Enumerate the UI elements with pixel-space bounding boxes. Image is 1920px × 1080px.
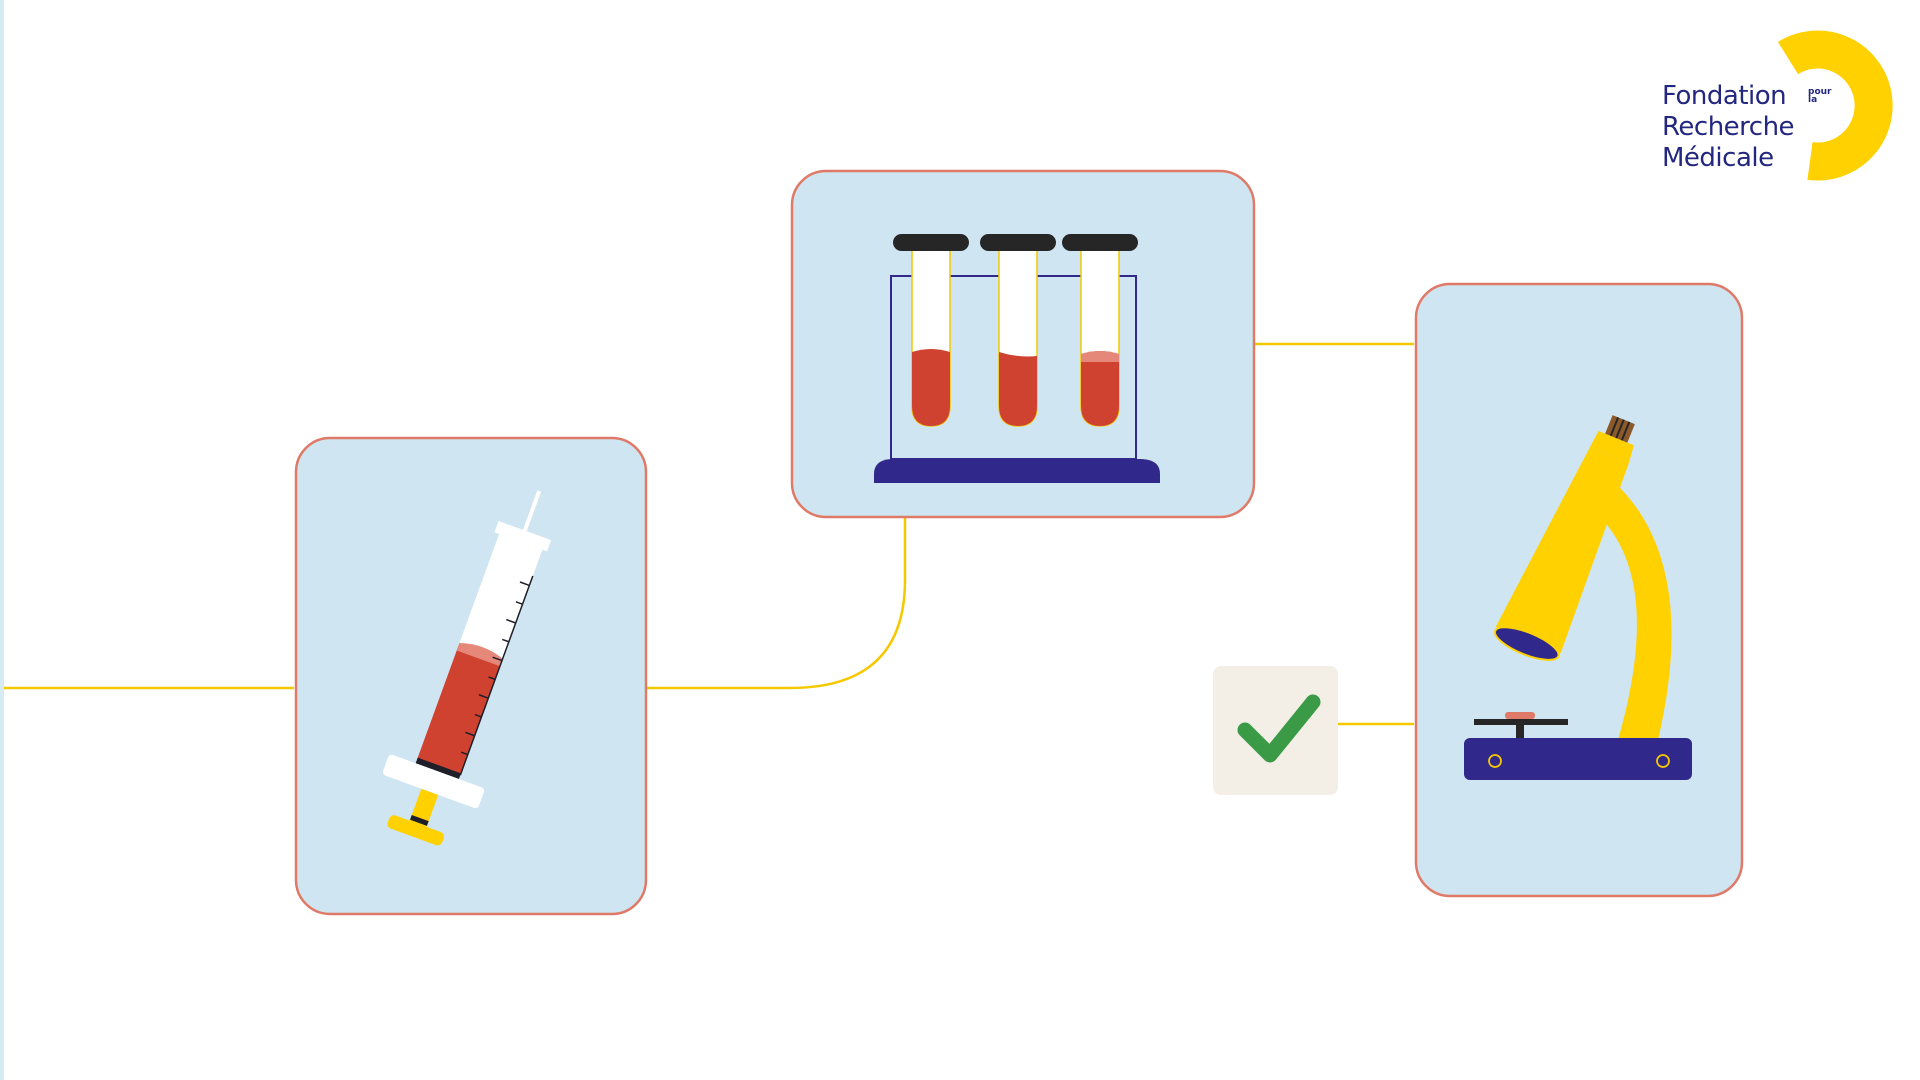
tubes-card bbox=[790, 169, 1256, 519]
tube-2 bbox=[980, 234, 1056, 427]
logo-line-1: Fondation bbox=[1662, 81, 1787, 111]
microscope-card bbox=[1414, 282, 1744, 898]
microscope-tube bbox=[1493, 415, 1635, 661]
left-edge-strip bbox=[0, 0, 4, 1080]
logo-wordmark: Fondation Recherche Médicale bbox=[1662, 81, 1795, 174]
check-badge bbox=[1213, 666, 1338, 795]
microscope-arm bbox=[1598, 480, 1672, 740]
test-tubes-rack-icon bbox=[874, 234, 1160, 483]
logo-small-top: pour bbox=[1808, 87, 1832, 97]
microscope-icon bbox=[1464, 415, 1692, 780]
logo-arc-icon bbox=[1777, 30, 1893, 181]
logo-small-bottom: la bbox=[1808, 95, 1818, 105]
tube-3 bbox=[1062, 234, 1138, 427]
fondation-logo: Fondation Recherche Médicale pour la bbox=[1640, 26, 1900, 186]
syringe-card bbox=[294, 436, 648, 916]
connectors bbox=[4, 342, 1414, 726]
check-mark-icon bbox=[1237, 694, 1321, 763]
syringe-icon bbox=[382, 490, 552, 846]
connector-syringe-tubes bbox=[646, 517, 907, 690]
tube-1 bbox=[893, 234, 969, 427]
logo-line-3: Médicale bbox=[1662, 143, 1774, 173]
logo-line-2: Recherche bbox=[1662, 112, 1795, 142]
rack-base bbox=[874, 459, 1160, 483]
logo-small-text: pour la bbox=[1808, 87, 1832, 105]
microscope-base bbox=[1464, 738, 1692, 780]
